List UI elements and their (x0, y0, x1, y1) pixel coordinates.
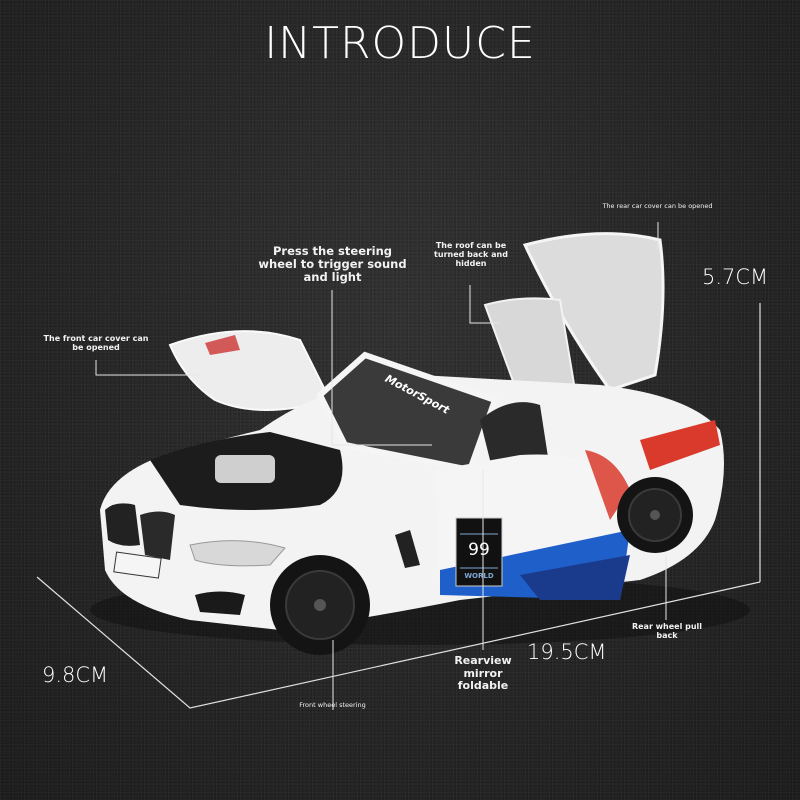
callout-rearview-mirror: Rearview mirror foldable (454, 654, 512, 693)
dimension-width: 9.8CM (42, 663, 109, 687)
callout-front-cover: The front car cover can be opened (43, 334, 149, 353)
page-title: INTRODUCE (264, 18, 536, 69)
callout-rear-cover: The rear car cover can be opened (602, 202, 713, 210)
dimension-height: 5.7CM (702, 265, 769, 289)
callout-rear-wheel: Rear wheel pull back (631, 622, 703, 641)
callout-roof: The roof can be turned back and hidden (434, 241, 508, 269)
callout-steering-wheel: Press the steering wheel to trigger soun… (258, 244, 407, 285)
dimension-length: 19.5CM (527, 640, 607, 664)
callout-front-wheel: Front wheel steering (299, 701, 366, 709)
door-number: 99 (468, 540, 490, 560)
door-badge: WORLD (464, 572, 494, 580)
